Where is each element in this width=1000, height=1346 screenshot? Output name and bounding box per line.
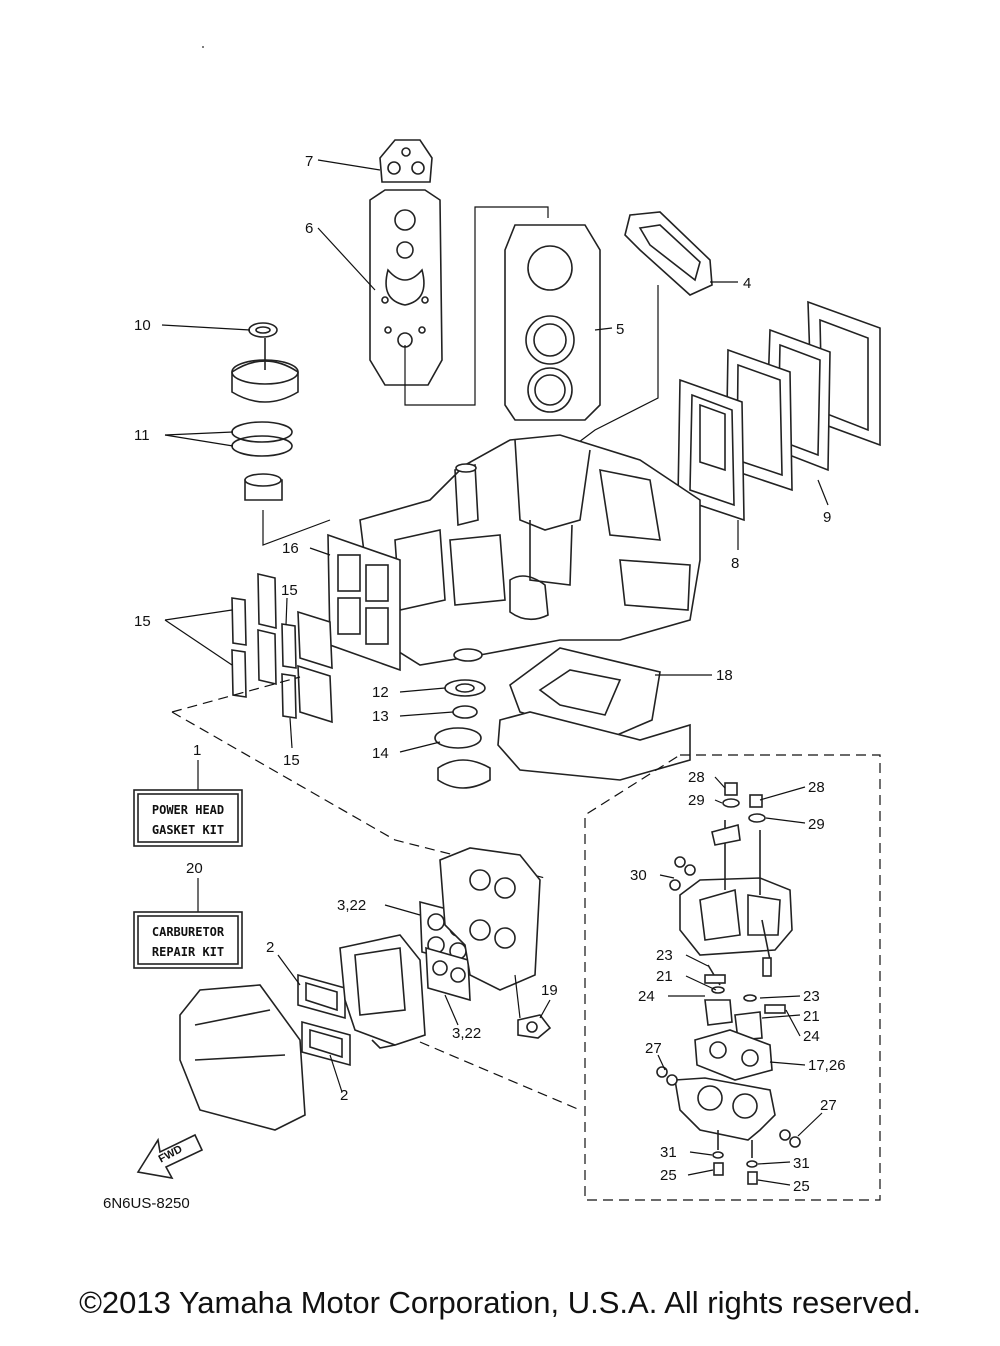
callout-27-left: 27 — [645, 1040, 662, 1057]
part-4-cover-gasket — [624, 211, 713, 296]
part-7-gasket — [379, 139, 433, 183]
callout-28-right: 28 — [808, 779, 825, 796]
callout-2-top: 2 — [266, 939, 274, 956]
callout-31-right: 31 — [793, 1155, 810, 1172]
scan-speck — [202, 46, 204, 48]
intake-silencer — [179, 984, 306, 1131]
callout-labels: 7 6 4 5 10 11 9 8 16 15 15 15 18 12 13 1… — [134, 153, 846, 1195]
callout-27-right: 27 — [820, 1097, 837, 1114]
part-21-23-24-needles — [704, 964, 786, 1014]
carb-float-chamber — [674, 1077, 776, 1141]
callout-15-top: 15 — [281, 582, 298, 599]
part-30-screws — [669, 856, 696, 891]
callout-24-left: 24 — [638, 988, 655, 1005]
carb-detail-frame — [584, 754, 881, 1201]
part-27-screws — [656, 1066, 801, 1148]
lower-casing — [497, 711, 691, 781]
part-10-oil-seal — [248, 322, 278, 338]
callout-5: 5 — [616, 321, 624, 338]
part-12-seal — [444, 679, 486, 697]
callout-12: 12 — [372, 684, 389, 701]
bearing-sleeve — [244, 473, 283, 501]
callout-21-right: 21 — [803, 1008, 820, 1025]
callout-21-left: 21 — [656, 968, 673, 985]
callout-28-left: 28 — [688, 769, 705, 786]
part-15-reed-gaskets — [231, 572, 333, 724]
callout-16: 16 — [282, 540, 299, 557]
part-2-gaskets — [297, 973, 351, 1067]
callout-15-left: 15 — [134, 613, 151, 630]
callout-23-left: 23 — [656, 947, 673, 964]
part-16-intake-gasket — [327, 533, 401, 672]
callout-17-26: 17,26 — [808, 1057, 846, 1074]
fwd-arrow: FWD — [136, 1133, 204, 1180]
callout-29-left: 29 — [688, 792, 705, 809]
callout-10: 10 — [134, 317, 151, 334]
callout-9: 9 — [823, 509, 831, 526]
part-5-head-gasket — [504, 224, 601, 421]
part-28-29-plugs — [711, 782, 766, 846]
carburetor-label-line2: REPAIR KIT — [152, 945, 224, 959]
part-19-gasket — [517, 1014, 552, 1039]
callout-3-22-top: 3,22 — [337, 897, 366, 914]
part-14-o-ring — [434, 727, 482, 749]
callout-29-right: 29 — [808, 816, 825, 833]
power-head-kit-box: POWER HEAD GASKET KIT — [133, 760, 243, 847]
callout-11: 11 — [134, 427, 150, 444]
part-18-base-gasket — [509, 647, 661, 739]
part-25-31-drain-screws — [712, 1130, 758, 1185]
callout-15-bottom: 15 — [283, 752, 300, 769]
engine-block — [359, 434, 701, 666]
intake-manifold — [439, 847, 541, 991]
part-11-o-rings — [231, 421, 293, 457]
callout-2-bottom: 2 — [340, 1087, 348, 1104]
callout-8: 8 — [731, 555, 739, 572]
callout-14: 14 — [372, 745, 389, 762]
callout-7: 7 — [305, 153, 313, 170]
callout-31-left: 31 — [660, 1144, 677, 1161]
power-head-label-line2: GASKET KIT — [152, 823, 224, 837]
part-8-exhaust-gasket — [677, 348, 793, 522]
carburetor-label-line1: CARBURETOR — [152, 925, 225, 939]
callout-25-left: 25 — [660, 1167, 677, 1184]
callout-13: 13 — [372, 708, 389, 725]
diagram-code: 6N6US-8250 — [103, 1195, 190, 1212]
part-6-gasket — [369, 189, 443, 386]
power-head-label-line1: POWER HEAD — [152, 803, 224, 817]
callout-18: 18 — [716, 667, 733, 684]
callout-25-right: 25 — [793, 1178, 810, 1195]
callout-4: 4 — [743, 275, 751, 292]
carb-jet-bodies — [704, 999, 763, 1041]
copyright-notice: ©2013 Yamaha Motor Corporation, U.S.A. A… — [79, 1285, 921, 1320]
callout-6: 6 — [305, 220, 313, 237]
part-13-seal — [452, 705, 478, 719]
callout-3-22-bottom: 3,22 — [452, 1025, 481, 1042]
carburetor-body — [339, 934, 426, 1049]
housing-upper — [231, 338, 299, 403]
lower-seal-housing — [437, 759, 491, 789]
part-17-26-gasket — [694, 1029, 773, 1081]
leader-lines — [161, 159, 823, 1186]
callout-19: 19 — [541, 982, 558, 999]
carb-float-bowl — [679, 820, 793, 977]
callout-24-right: 24 — [803, 1028, 820, 1045]
callout-23-right: 23 — [803, 988, 820, 1005]
carburetor-kit-box: CARBURETOR REPAIR KIT — [133, 878, 243, 969]
callout-20: 20 — [186, 860, 203, 877]
callout-30: 30 — [630, 867, 647, 884]
callout-1: 1 — [193, 742, 201, 759]
crank-end — [453, 648, 483, 662]
